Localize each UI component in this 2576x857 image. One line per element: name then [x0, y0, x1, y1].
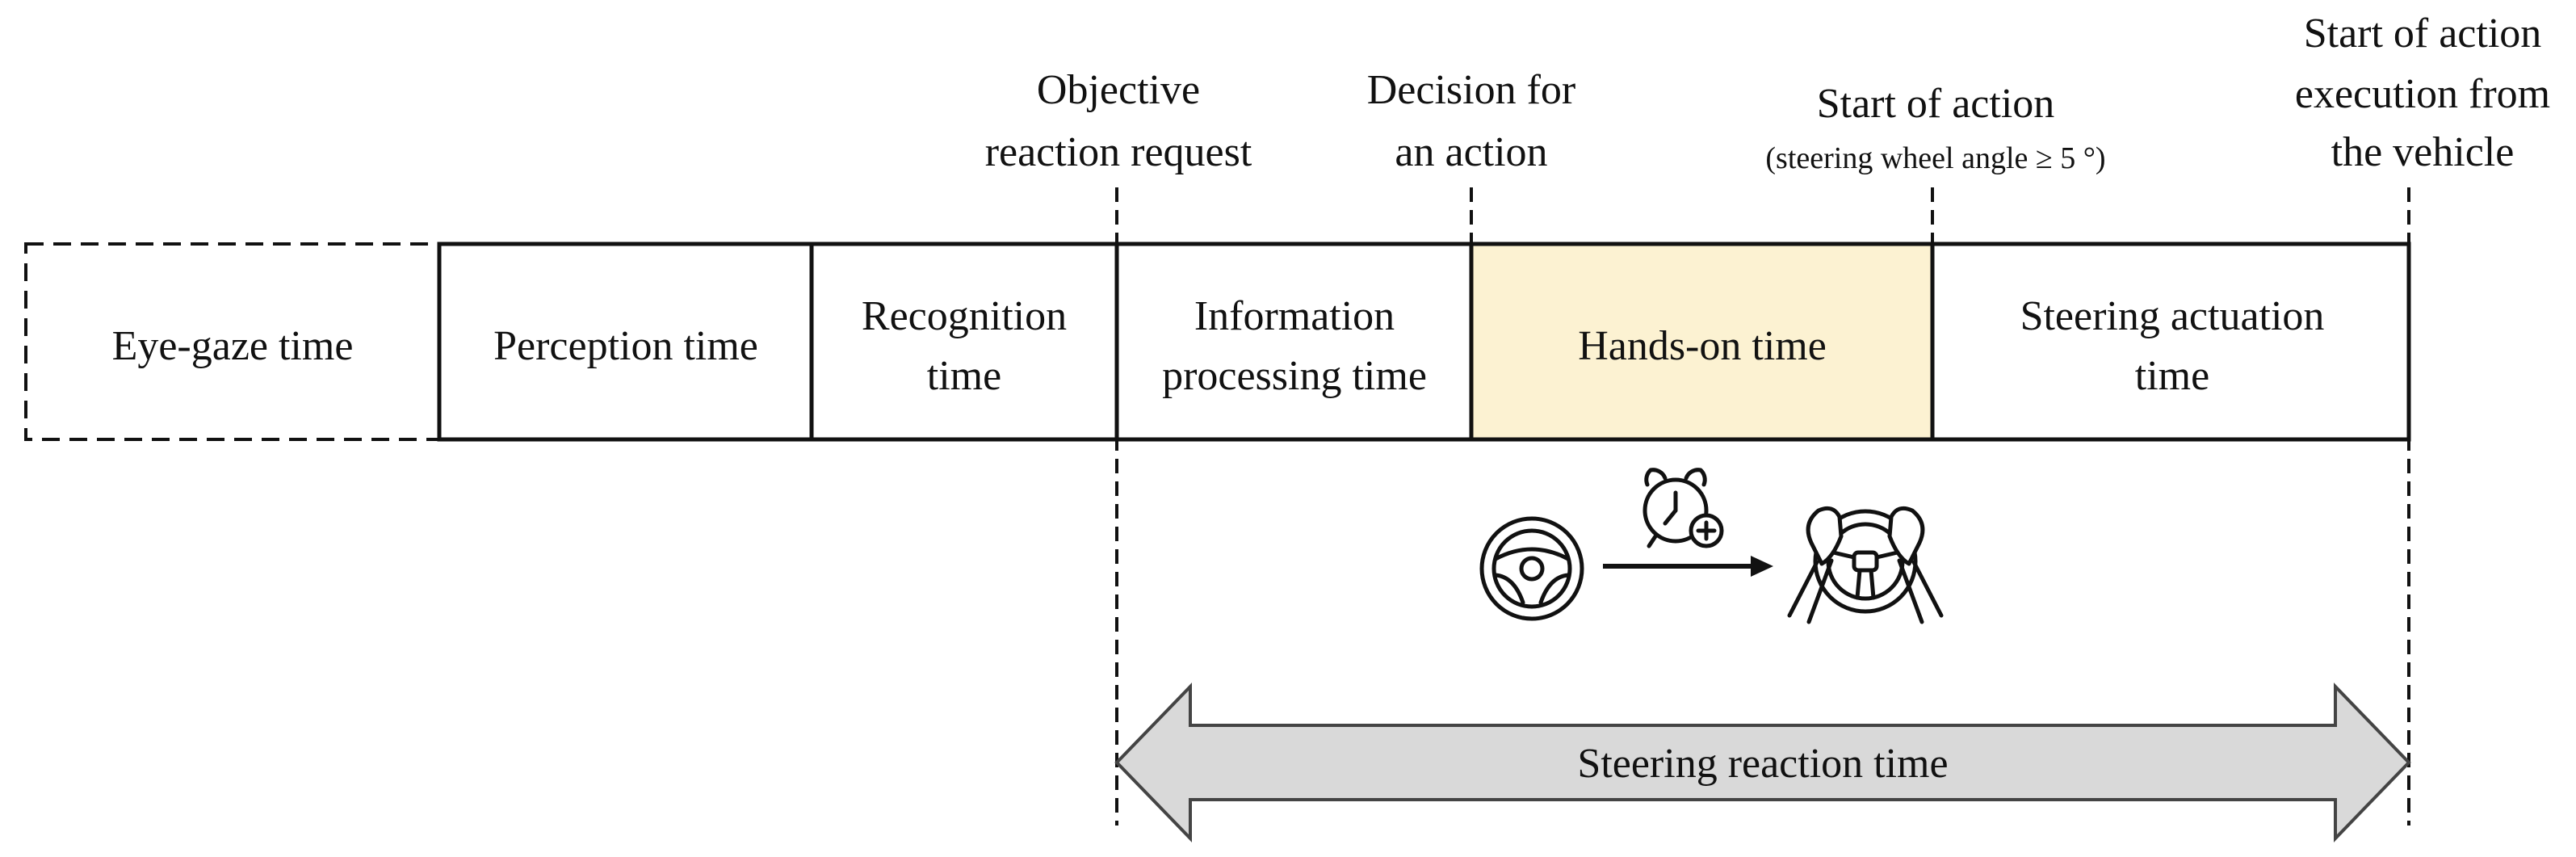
milestone-vehicle-line1: Start of action [2304, 11, 2542, 57]
milestone-start-action-note: (steering wheel angle ≥ 5 °) [1765, 141, 2105, 175]
steering-reaction-label: Steering reaction time [1577, 741, 1948, 787]
milestone-decision-line1: Decision for [1367, 67, 1575, 113]
phase-box-eye-gaze [24, 242, 441, 441]
phase-perception-label: Perception time [493, 323, 758, 369]
alarm-clock-plus-icon [1643, 468, 1724, 548]
milestone-dashed-lines [1115, 187, 2410, 825]
phase-steering-line2: time [2135, 353, 2209, 399]
steering-reaction-arrow: Steering reaction time [1114, 683, 2411, 842]
steering-wheel-icon [1479, 516, 1584, 621]
phase-info-line1: Information [1194, 293, 1395, 339]
milestone-objective-line2: reaction request [985, 129, 1252, 175]
arrow-to-hands-on [1603, 556, 1773, 577]
milestone-vehicle-line3: the vehicle [2331, 129, 2515, 175]
phase-box-hands-on [1471, 244, 1932, 439]
phase-steering-line1: Steering actuation [2020, 293, 2325, 339]
milestone-vehicle-line2: execution from [2295, 71, 2550, 117]
milestone-objective-request: Objective reaction request [985, 67, 1252, 175]
milestone-decision-line2: an action [1395, 129, 1547, 175]
milestone-decision: Decision for an action [1367, 67, 1575, 175]
double-arrow-shape [1114, 683, 2411, 842]
hands-on-wheel-icon [1787, 506, 1944, 624]
milestone-objective-line1: Objective [1037, 67, 1200, 113]
milestone-start-action-title: Start of action [1817, 81, 2055, 127]
phase-box-outline [437, 242, 2411, 442]
phase-hands-on-label: Hands-on time [1578, 323, 1827, 369]
phase-info-line2: processing time [1162, 353, 1427, 399]
phase-bar: Eye-gaze time Perception time Recognitio… [24, 242, 2411, 442]
phase-recognition-line1: Recognition [862, 293, 1067, 339]
phase-eye-gaze-label: Eye-gaze time [112, 323, 354, 369]
milestone-vehicle-execution: Start of action execution from the vehic… [2295, 11, 2550, 175]
phase-recognition-line2: time [927, 353, 1001, 399]
milestone-start-action: Start of action (steering wheel angle ≥ … [1765, 81, 2105, 175]
